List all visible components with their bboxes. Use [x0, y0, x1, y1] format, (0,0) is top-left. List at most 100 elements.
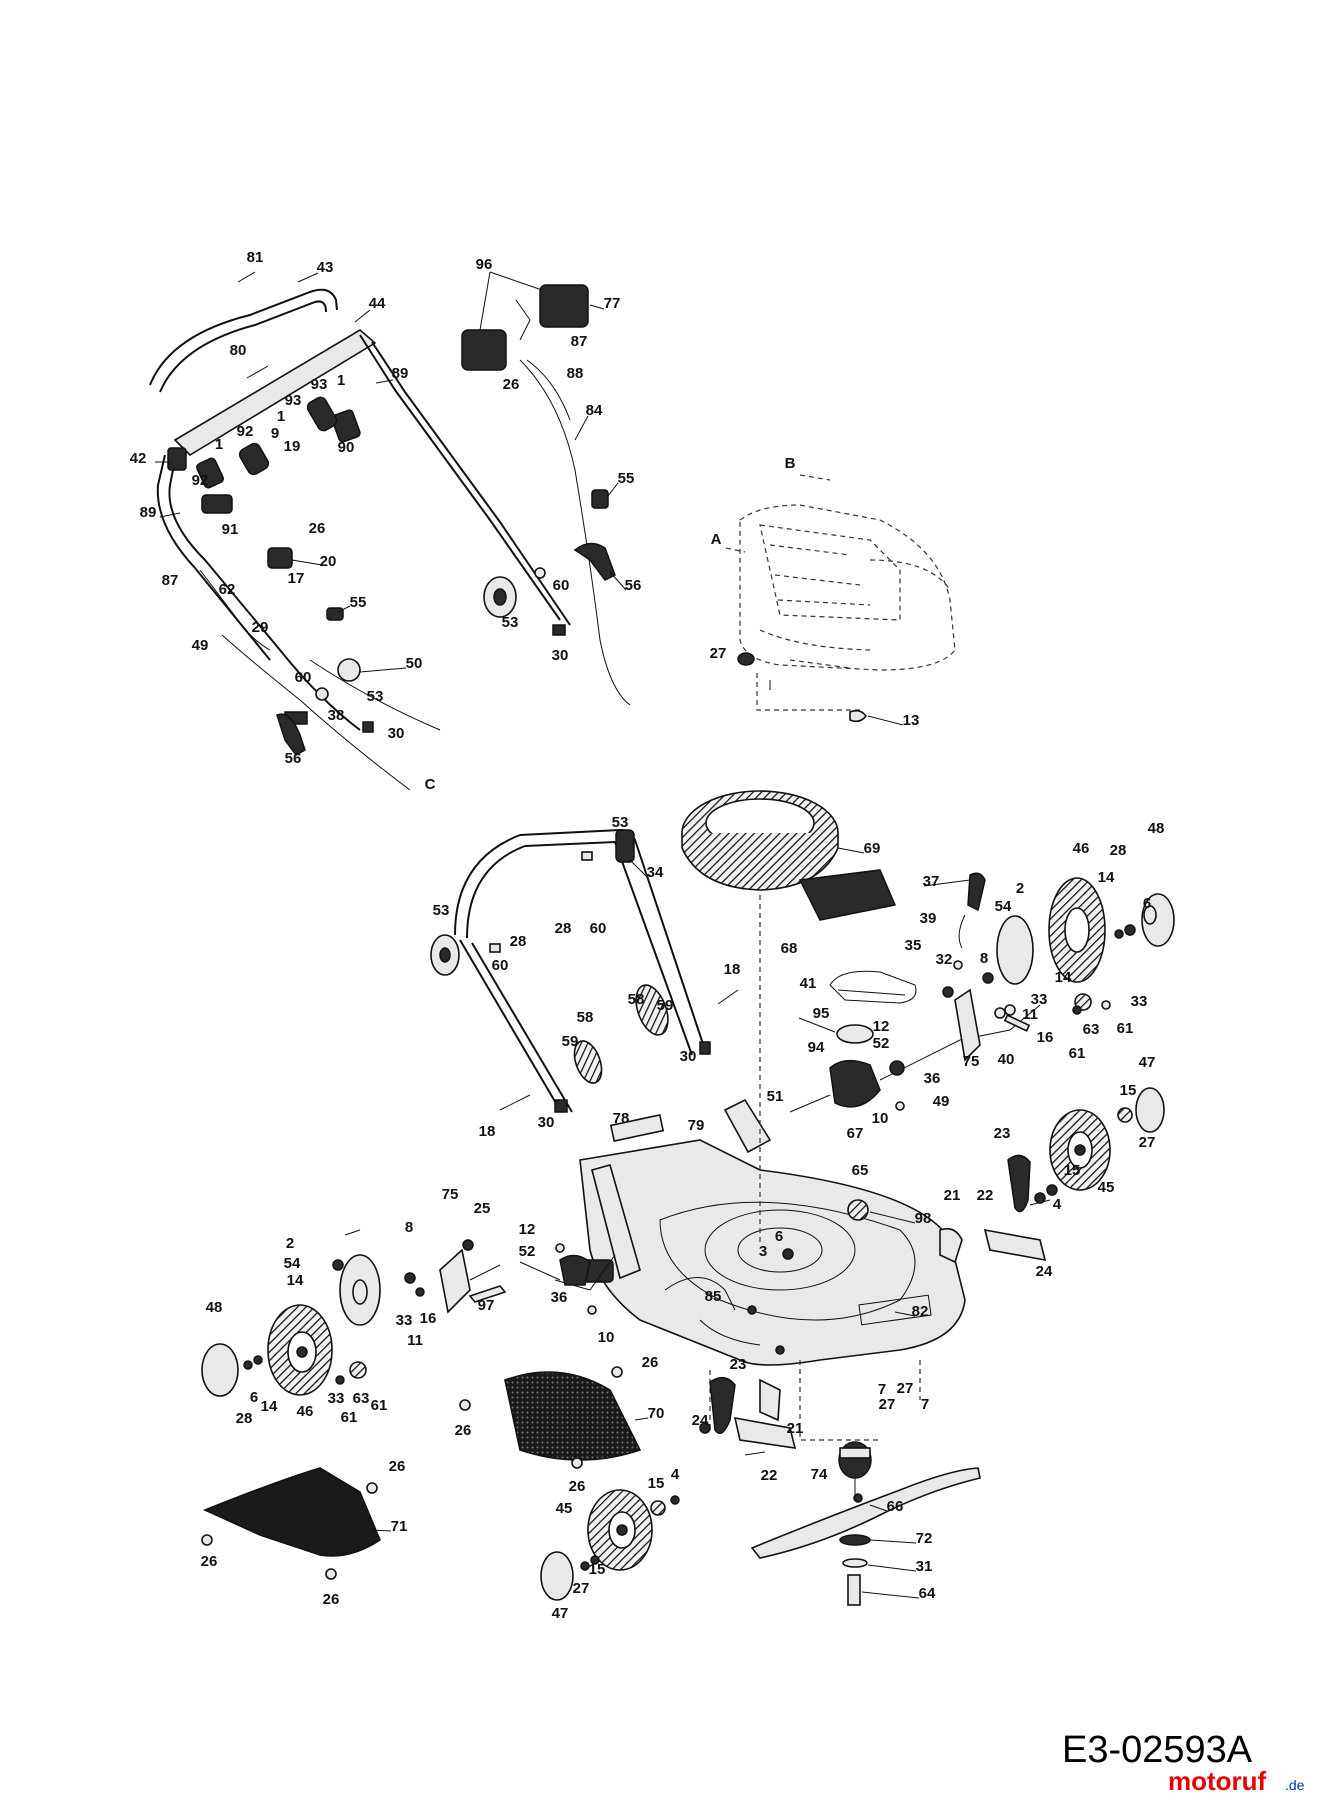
part-label-75: 75 [963, 1053, 980, 1070]
part-label-9: 9 [271, 425, 279, 442]
part-label-32: 32 [936, 951, 953, 968]
part-label-33: 33 [1131, 993, 1148, 1010]
blade-assembly [750, 1441, 981, 1606]
part-label-28: 28 [510, 933, 527, 950]
part-label-85: 85 [705, 1288, 722, 1305]
part-label-10: 10 [872, 1110, 889, 1127]
part-label-75: 75 [442, 1186, 459, 1203]
part-label-7: 7 [921, 1396, 929, 1413]
front-bracket-left [699, 1376, 797, 1456]
part-label-18: 18 [724, 961, 741, 978]
part-label-21: 21 [944, 1187, 961, 1204]
mower-deck [554, 1098, 966, 1366]
front-wheel-left [540, 1489, 680, 1601]
rear-wheel-left [201, 1229, 597, 1397]
part-label-91: 91 [222, 521, 239, 538]
part-label-63: 63 [353, 1390, 370, 1407]
part-label-53: 53 [612, 814, 629, 831]
grass-bag-parts [201, 1366, 642, 1580]
part-label-16: 16 [1037, 1029, 1054, 1046]
part-label-11: 11 [407, 1332, 423, 1349]
part-label-84: 84 [586, 402, 603, 419]
part-label-48: 48 [1148, 820, 1165, 837]
leader-lines [155, 271, 971, 1599]
part-label-87: 87 [162, 572, 179, 589]
part-label-59: 59 [657, 997, 674, 1014]
rear-wheel-right [996, 877, 1175, 1015]
part-label-70: 70 [648, 1405, 665, 1422]
part-label-50: 50 [406, 655, 423, 672]
part-label-68: 68 [781, 940, 798, 957]
part-label-58: 58 [577, 1009, 594, 1026]
part-label-35: 35 [905, 937, 922, 954]
guide-line-2 [799, 1360, 880, 1441]
belt-guard [798, 869, 897, 921]
part-label-27: 27 [897, 1380, 914, 1397]
part-label-69: 69 [864, 840, 881, 857]
part-label-96: 96 [476, 256, 493, 273]
part-label-12: 12 [519, 1221, 536, 1238]
part-label-30: 30 [538, 1114, 555, 1131]
part-label-71: 71 [391, 1518, 408, 1535]
part-label-61: 61 [1117, 1020, 1134, 1037]
svg-text:.de: .de [1285, 1777, 1305, 1793]
part-label-26: 26 [642, 1354, 659, 1371]
part-label-33: 33 [396, 1312, 413, 1329]
part-label-27: 27 [573, 1580, 590, 1597]
part-label-62: 62 [219, 581, 236, 598]
part-label-26: 26 [201, 1553, 218, 1570]
upper-handle-assembly [149, 271, 571, 791]
part-label-11: 11 [1022, 1006, 1038, 1023]
part-label-26: 26 [389, 1458, 406, 1475]
part-label-40: 40 [998, 1051, 1015, 1068]
part-label-17: 17 [288, 570, 305, 587]
part-label-58: 58 [628, 991, 645, 1008]
part-label-54: 54 [284, 1255, 301, 1272]
part-label-18: 18 [479, 1123, 496, 1140]
part-label-60: 60 [295, 669, 312, 686]
part-label-26: 26 [323, 1591, 340, 1608]
part-label-B: B [785, 455, 796, 472]
part-label-72: 72 [916, 1530, 933, 1547]
part-label-92: 92 [237, 423, 254, 440]
lower-handle-assembly [430, 828, 739, 1113]
part-label-29: 29 [252, 619, 269, 636]
part-label-93: 93 [311, 376, 328, 393]
part-label-25: 25 [474, 1200, 491, 1217]
part-label-A: A [711, 531, 722, 548]
part-label-48: 48 [206, 1299, 223, 1316]
part-label-12: 12 [873, 1018, 890, 1035]
part-label-26: 26 [309, 520, 326, 537]
part-label-6: 6 [775, 1228, 783, 1245]
part-label-36: 36 [924, 1070, 941, 1087]
part-label-14: 14 [287, 1272, 304, 1289]
part-label-1: 1 [277, 408, 285, 425]
part-label-30: 30 [552, 647, 569, 664]
part-label-26: 26 [503, 376, 520, 393]
part-label-26: 26 [569, 1478, 586, 1495]
part-label-92: 92 [192, 472, 209, 489]
part-label-15: 15 [1064, 1162, 1081, 1179]
part-label-46: 46 [297, 1403, 314, 1420]
part-label-19: 19 [284, 438, 301, 455]
part-label-23: 23 [994, 1125, 1011, 1142]
part-label-14: 14 [1098, 869, 1115, 886]
part-label-26: 26 [455, 1422, 472, 1439]
part-label-59: 59 [562, 1033, 579, 1050]
drive-cover-ring [681, 790, 839, 891]
part-label-45: 45 [556, 1500, 573, 1517]
part-label-55: 55 [350, 594, 367, 611]
part-label-93: 93 [285, 392, 302, 409]
part-label-53: 53 [367, 688, 384, 705]
part-label-15: 15 [589, 1561, 606, 1578]
part-label-52: 52 [519, 1243, 536, 1260]
part-label-42: 42 [130, 450, 147, 467]
part-label-89: 89 [392, 365, 409, 382]
part-label-C: C [425, 776, 436, 793]
part-label-23: 23 [730, 1356, 747, 1373]
part-label-28: 28 [236, 1410, 253, 1427]
part-label-36: 36 [551, 1289, 568, 1306]
part-label-6: 6 [1143, 895, 1151, 912]
